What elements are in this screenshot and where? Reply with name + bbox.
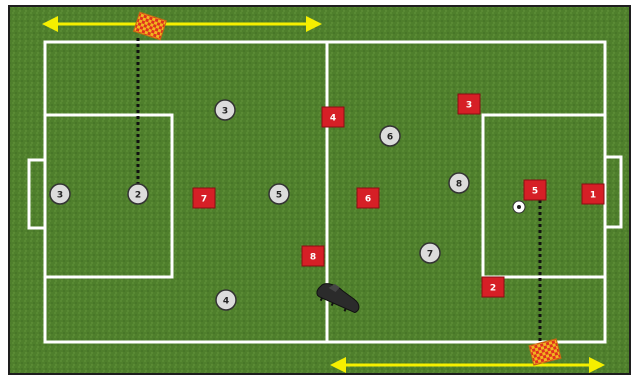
circle-player-number: 2 bbox=[135, 191, 141, 201]
square-player-number: 8 bbox=[310, 253, 316, 263]
square-player-number: 2 bbox=[490, 284, 496, 294]
square-player: 7 bbox=[193, 188, 215, 208]
square-player: 8 bbox=[302, 246, 324, 266]
square-player: 1 bbox=[582, 184, 604, 204]
circle-player-number: 8 bbox=[456, 180, 462, 190]
circle-player: 7 bbox=[420, 243, 440, 263]
circle-player: 5 bbox=[269, 184, 289, 204]
circle-player-number: 4 bbox=[223, 297, 229, 307]
circle-player: 8 bbox=[449, 173, 469, 193]
square-player: 6 bbox=[357, 188, 379, 208]
circle-player: 6 bbox=[380, 126, 400, 146]
soccer-ball-icon bbox=[513, 201, 525, 213]
square-player-number: 4 bbox=[330, 114, 336, 124]
circle-player: 4 bbox=[216, 290, 236, 310]
circle-player: 2 bbox=[128, 184, 148, 204]
square-player-number: 3 bbox=[466, 101, 472, 111]
circle-player-number: 5 bbox=[276, 191, 282, 201]
circle-player: 3 bbox=[215, 100, 235, 120]
square-player-number: 6 bbox=[365, 195, 371, 205]
square-player: 3 bbox=[458, 94, 480, 114]
circle-player: 3 bbox=[50, 184, 70, 204]
circle-player-number: 7 bbox=[427, 250, 433, 260]
circle-player-number: 3 bbox=[222, 107, 228, 117]
square-player-number: 5 bbox=[532, 187, 538, 197]
square-player-number: 1 bbox=[590, 191, 596, 201]
square-player: 5 bbox=[524, 180, 546, 200]
circle-player-number: 6 bbox=[387, 133, 393, 143]
square-player-number: 7 bbox=[201, 195, 207, 205]
circle-player-number: 3 bbox=[57, 191, 63, 201]
square-player: 4 bbox=[322, 107, 344, 127]
square-player: 2 bbox=[482, 277, 504, 297]
